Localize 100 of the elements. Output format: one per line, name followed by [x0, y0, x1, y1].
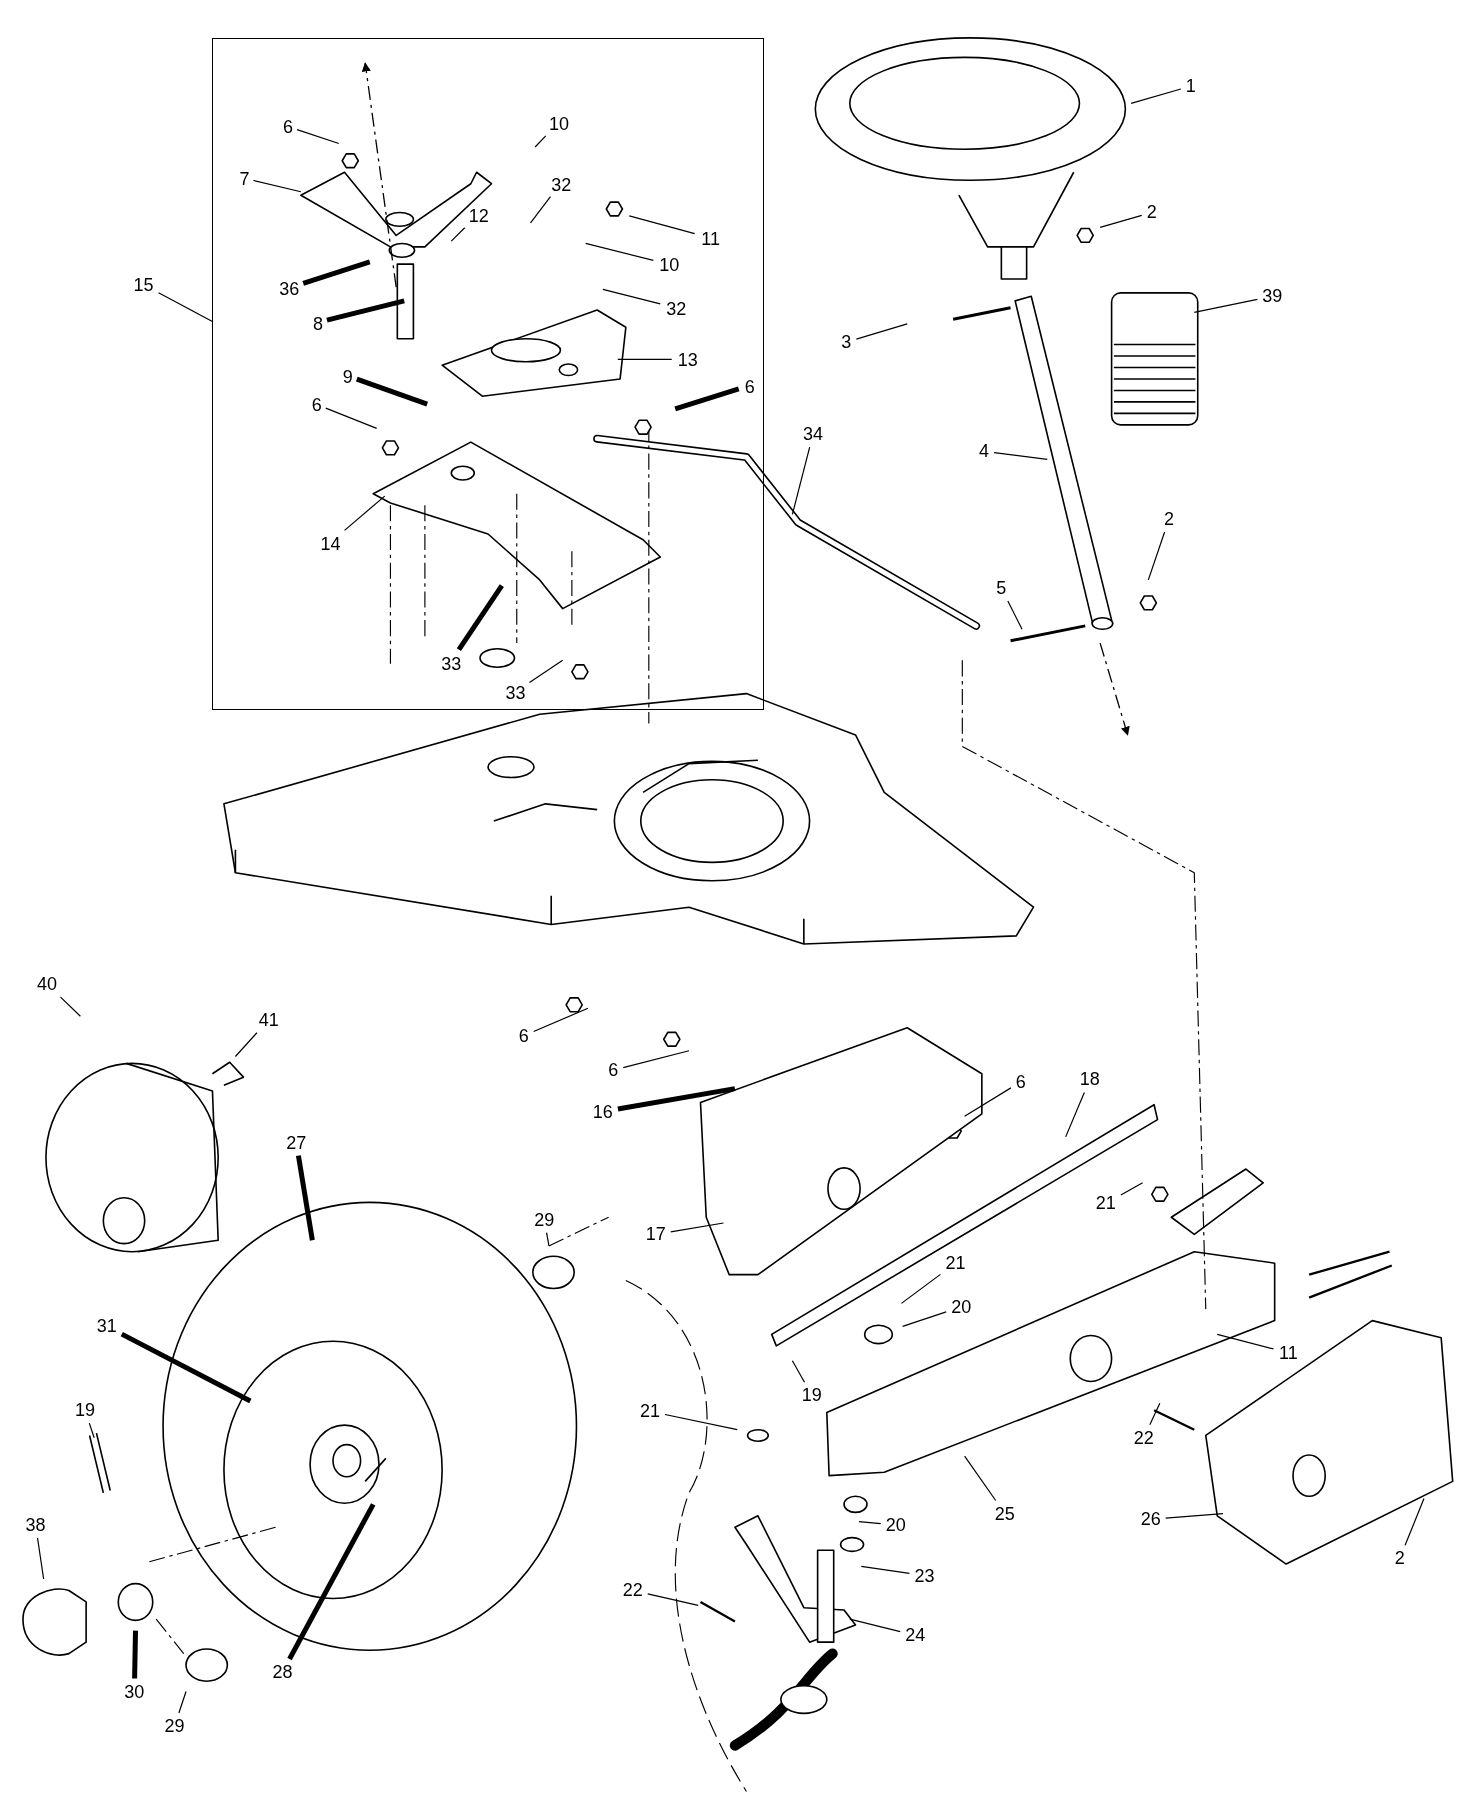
leader-line — [120, 1331, 252, 1404]
leader-line — [450, 227, 466, 242]
leader-line — [1130, 88, 1182, 104]
callout-number: 29 — [161, 1714, 188, 1737]
callout-number: 17 — [642, 1223, 669, 1246]
leader-line — [534, 135, 547, 148]
leader-line — [296, 129, 340, 145]
leader-line — [325, 407, 378, 429]
leader-line — [1216, 1333, 1275, 1350]
leader-line — [791, 1360, 806, 1383]
leader-line — [1099, 214, 1143, 228]
callout-number: 28 — [269, 1661, 296, 1683]
leader-line — [860, 1565, 910, 1574]
leader-line — [59, 996, 81, 1017]
callout-number: 27 — [283, 1131, 310, 1154]
leader-line — [295, 1155, 315, 1241]
callout-number: 6 — [308, 394, 325, 417]
callout-number: 7 — [236, 168, 253, 190]
callout-number: 6 — [1012, 1070, 1029, 1093]
callout-number: 20 — [882, 1514, 909, 1536]
callout-number: 9 — [339, 365, 356, 388]
leader-line — [964, 1455, 997, 1502]
leader-line — [132, 1630, 138, 1679]
leader-line — [1404, 1498, 1425, 1546]
leader-line — [533, 1007, 589, 1033]
leader-line — [234, 1032, 258, 1058]
callout-number: 26 — [1137, 1508, 1164, 1531]
callout-number: 40 — [34, 973, 61, 996]
callout-number: 33 — [502, 682, 529, 705]
leader-line — [585, 242, 654, 261]
leader-line — [900, 1273, 942, 1304]
leader-line — [670, 1222, 725, 1233]
leader-line — [36, 1537, 45, 1580]
leader-line — [1165, 1512, 1224, 1519]
callout-number: 11 — [697, 227, 724, 250]
callout-number: 13 — [674, 349, 701, 372]
leader-line — [529, 196, 552, 224]
leader-line — [88, 1422, 95, 1439]
leader-line — [858, 1520, 882, 1525]
callout-number: 32 — [548, 173, 575, 196]
callout-number: 36 — [276, 278, 303, 301]
callout-number: 15 — [130, 273, 157, 296]
callout-number: 12 — [465, 204, 492, 227]
leader-line — [1149, 1402, 1161, 1426]
callout-number: 38 — [22, 1514, 49, 1536]
callout-number: 25 — [991, 1502, 1018, 1525]
leader-line — [617, 358, 673, 361]
callout-number: 22 — [619, 1579, 646, 1602]
callout-number: 19 — [798, 1384, 825, 1407]
callout-number: 8 — [309, 312, 326, 335]
leader-line — [252, 179, 302, 193]
callout-number: 6 — [741, 375, 758, 398]
leader-line — [902, 1311, 947, 1327]
callout-number: 10 — [546, 112, 573, 135]
callout-number: 41 — [255, 1008, 282, 1031]
callout-number: 10 — [656, 254, 683, 277]
leader-line — [1193, 298, 1258, 313]
inset-frame — [212, 37, 764, 710]
callout-number: 21 — [1092, 1192, 1119, 1215]
leader-line — [302, 259, 371, 286]
callout-number: 32 — [663, 297, 690, 320]
leader-line — [1120, 1182, 1144, 1196]
leader-line — [664, 1413, 738, 1431]
leader-line — [647, 1593, 699, 1606]
callout-number: 16 — [589, 1100, 616, 1123]
leader-line — [1147, 531, 1166, 581]
callout-number: 20 — [948, 1295, 975, 1318]
callout-number: 30 — [121, 1680, 148, 1703]
callout-number: 1 — [1182, 75, 1199, 98]
leader-line — [528, 659, 564, 684]
leader-line — [622, 1050, 690, 1069]
callout-number: 3 — [838, 331, 855, 354]
leader-line — [791, 446, 811, 516]
leader-line — [546, 1231, 550, 1247]
callout-number: 34 — [800, 423, 827, 446]
leader-line — [343, 495, 386, 531]
callout-number: 24 — [902, 1624, 929, 1647]
leader-line — [178, 1690, 187, 1714]
callout-number: 11 — [1275, 1341, 1302, 1364]
leader-line — [456, 584, 504, 651]
callout-number: 5 — [993, 576, 1010, 599]
callout-number: 21 — [636, 1400, 663, 1423]
leader-line — [628, 215, 696, 235]
callout-number: 2 — [1161, 508, 1177, 531]
leader-line — [602, 288, 661, 305]
leader-line — [849, 1618, 901, 1633]
leader-line — [287, 1503, 376, 1661]
callout-number: 23 — [911, 1564, 938, 1587]
callout-number: 6 — [605, 1059, 622, 1082]
callout-number: 6 — [280, 116, 297, 139]
callout-number: 33 — [438, 652, 465, 675]
leader-line — [855, 323, 908, 340]
leader-line — [355, 376, 429, 407]
leader-line — [1065, 1091, 1085, 1138]
callout-number: 22 — [1130, 1426, 1157, 1449]
leader-line — [326, 298, 405, 323]
callout-number: 39 — [1259, 285, 1286, 308]
callout-number: 14 — [317, 533, 344, 556]
callout-number: 2 — [1143, 201, 1160, 224]
leader-line — [157, 292, 214, 323]
